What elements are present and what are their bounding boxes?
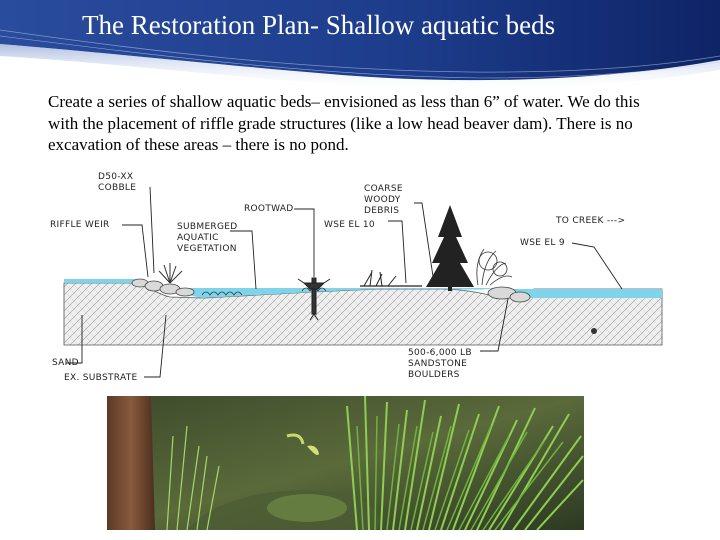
header-swoosh-graphic — [0, 0, 720, 90]
label-rootwad: ROOTWAD — [244, 204, 294, 214]
aquatic-bed-photo — [107, 396, 584, 530]
label-to-creek: TO CREEK ---> — [555, 216, 625, 226]
shrub — [476, 248, 513, 286]
sandstone-boulders — [487, 286, 531, 303]
woody-debris — [360, 269, 422, 287]
label-substrate: EX. SUBSTRATE — [64, 373, 138, 383]
intro-paragraph: Create a series of shallow aquatic beds–… — [48, 92, 640, 154]
label-boulders-line3: BOULDERS — [408, 370, 460, 380]
leader-lines — [66, 186, 623, 378]
riffle-weir-cobble — [131, 278, 195, 297]
label-boulders-line2: SANDSTONE — [408, 359, 467, 369]
label-submerged-line3: VEGETATION — [177, 244, 237, 254]
water-downstream — [512, 289, 662, 298]
label-boulders-line1: 500-6,000 LB — [408, 348, 472, 358]
water-upstream — [64, 279, 142, 283]
label-submerged-line2: AQUATIC — [177, 233, 219, 243]
label-d50-line2: COBBLE — [98, 183, 136, 193]
north-arrow-symbol — [591, 328, 597, 334]
vegetation-tuft — [158, 263, 183, 284]
label-d50-line1: D50-XX — [98, 172, 133, 182]
water-pool — [188, 288, 494, 298]
label-riffle-weir: RIFFLE WEIR — [50, 220, 110, 230]
label-coarse-line3: DEBRIS — [364, 206, 399, 216]
label-coarse-line2: WOODY — [364, 195, 401, 205]
cross-section-diagram: D50-XX COBBLE RIFFLE WEIR SUBMERGED AQUA… — [50, 172, 663, 383]
label-wse-10: WSE EL 10 — [324, 220, 375, 230]
conifer-tree — [426, 205, 474, 291]
rootwad — [297, 277, 331, 321]
slide-header: The Restoration Plan- Shallow aquatic be… — [0, 0, 720, 92]
label-submerged-line1: SUBMERGED — [177, 222, 237, 232]
label-wse-9: WSE EL 9 — [520, 238, 565, 248]
slide-title: The Restoration Plan- Shallow aquatic be… — [82, 10, 556, 40]
label-sand: SAND — [52, 358, 79, 368]
label-coarse-line1: COARSE — [364, 184, 403, 194]
